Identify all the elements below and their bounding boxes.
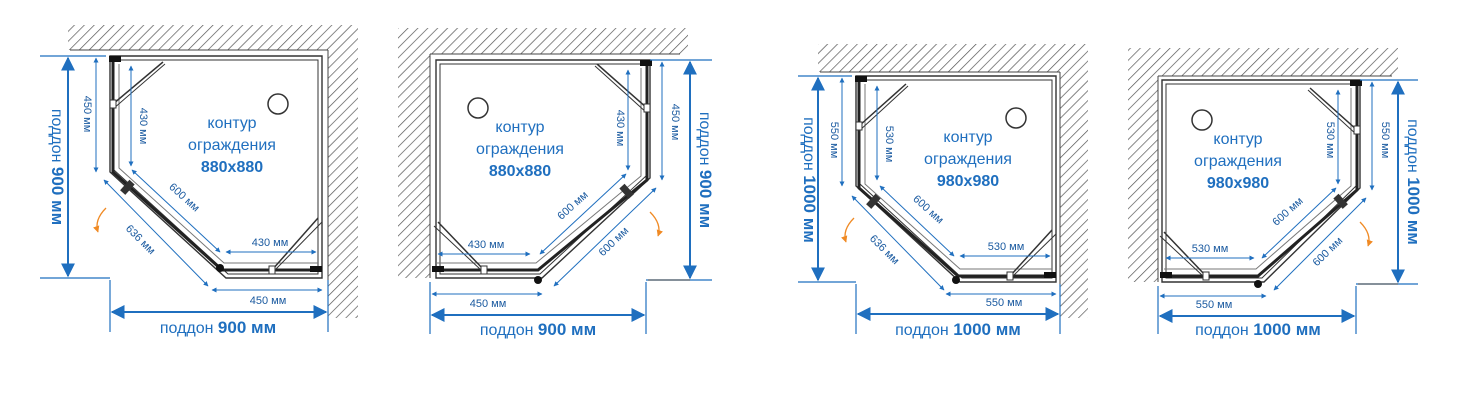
contour-size: 980x980 xyxy=(1207,175,1269,192)
door-swing-arrow-icon xyxy=(1359,221,1373,247)
tray-side-dimension: поддон 1000 мм xyxy=(800,117,819,243)
contour-label: контур xyxy=(495,119,544,136)
tray-bottom-dimension: поддон 1000 мм xyxy=(895,320,1021,339)
side-outer-dimension: 450 мм xyxy=(81,96,93,133)
side-inner-dimension: 530 мм xyxy=(1324,122,1336,159)
side-outer-dimension: 550 мм xyxy=(1379,122,1391,159)
diagram-4: поддон 1000 мм 550 мм 530 мм 600 мм 600 … xyxy=(1128,48,1423,339)
wall-hatching xyxy=(1128,48,1398,282)
drain-icon xyxy=(467,97,489,119)
bottom-inner-dimension: 530 мм xyxy=(988,241,1025,253)
tray-side-dimension: поддон 1000 мм xyxy=(1404,119,1423,245)
contour-size: 880x880 xyxy=(201,159,263,176)
tray-outline xyxy=(109,55,323,279)
diagonal-outer-dimension: 636 мм xyxy=(867,233,901,267)
side-outer-dimension: 450 мм xyxy=(669,104,681,141)
bottom-outer-dimension: 450 мм xyxy=(250,295,287,307)
contour-size: 880x880 xyxy=(489,163,551,180)
side-inner-dimension: 430 мм xyxy=(614,110,626,147)
wall-hatching xyxy=(398,28,688,278)
diagonal-inner-dimension: 600 мм xyxy=(910,193,945,226)
side-inner-dimension: 530 мм xyxy=(883,126,895,163)
wall-hatching xyxy=(818,44,1088,318)
tray-side-dimension: поддон 900 мм xyxy=(696,112,715,228)
door-swing-arrow-icon xyxy=(93,207,107,233)
diagonal-inner-dimension: 600 мм xyxy=(166,181,201,214)
bottom-inner-dimension: 430 мм xyxy=(252,237,289,249)
bottom-inner-dimension: 430 мм xyxy=(468,239,505,251)
door-swing-arrow-icon xyxy=(841,217,855,243)
diagram-1: поддон 900 мм 450 мм 430 мм 600 мм 636 м… xyxy=(40,25,358,337)
tray-side-dimension: поддон 900 мм xyxy=(48,109,67,225)
tray-outline xyxy=(855,75,1057,283)
contour-label-line2: ограждения xyxy=(1194,153,1282,170)
tray-bottom-dimension: поддон 900 мм xyxy=(480,320,596,339)
diagram-3: поддон 1000 мм 550 мм 530 мм 600 мм 636 … xyxy=(798,44,1088,339)
contour-size: 980x980 xyxy=(937,173,999,190)
diagonal-outer-dimension: 600 мм xyxy=(1311,235,1346,269)
bottom-outer-dimension: 450 мм xyxy=(470,298,507,310)
drain-icon xyxy=(1191,109,1213,131)
contour-label: контур xyxy=(1213,131,1262,148)
contour-label-line2: ограждения xyxy=(476,141,564,158)
side-inner-dimension: 430 мм xyxy=(137,108,149,145)
contour-label-line2: ограждения xyxy=(924,151,1012,168)
drain-icon xyxy=(1005,107,1027,129)
bottom-outer-dimension: 550 мм xyxy=(1196,299,1233,311)
bottom-outer-dimension: 550 мм xyxy=(986,297,1023,309)
door-swing-arrow-icon xyxy=(649,211,663,237)
diagonal-outer-dimension: 636 мм xyxy=(123,223,157,257)
wall-hatching xyxy=(68,25,358,318)
tray-bottom-dimension: поддон 1000 мм xyxy=(1195,320,1321,339)
diagram-2: поддон 900 мм 450 мм 430 мм 600 мм 600 м… xyxy=(398,28,715,339)
contour-label: контур xyxy=(207,115,256,132)
diagonal-outer-dimension: 600 мм xyxy=(597,225,632,259)
drain-icon xyxy=(267,93,289,115)
side-outer-dimension: 550 мм xyxy=(828,122,840,159)
tray-bottom-dimension: поддон 900 мм xyxy=(160,318,276,337)
diagonal-inner-dimension: 600 мм xyxy=(1270,195,1305,228)
bottom-inner-dimension: 530 мм xyxy=(1192,243,1229,255)
diagonal-inner-dimension: 600 мм xyxy=(555,189,590,222)
contour-label-line2: ограждения xyxy=(188,137,276,154)
contour-label: контур xyxy=(943,129,992,146)
